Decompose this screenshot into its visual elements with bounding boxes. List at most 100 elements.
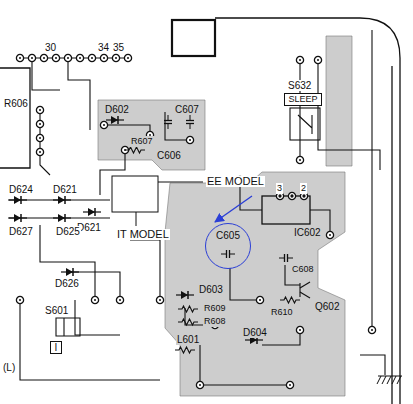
diodes [176,291,194,299]
pcb-trace [318,60,380,170]
part-label: D603 [198,284,224,295]
diodes [9,196,27,204]
connector-pads [88,54,95,61]
pcb-trace [299,60,300,160]
resistors [125,147,145,153]
diodes [61,268,79,276]
connector-pads [112,54,119,61]
capacitors [164,115,293,262]
connector-pads [36,134,43,141]
part-label: S601 [44,305,69,316]
resistors [175,347,195,353]
model-bracket [112,176,158,212]
connector-pads [16,54,23,61]
connector-pads [156,296,163,303]
connector-pads [64,54,71,61]
ic602-outline [288,192,295,199]
part-label: C608 [291,264,315,275]
model-bracket [136,212,137,226]
pcb-trace [130,240,160,300]
board-outline [391,66,392,404]
connector-pads [91,296,98,303]
connector-pads [368,326,375,333]
part-label: D602 [104,104,130,115]
copper-pour [98,36,352,396]
pcb-trace [75,300,120,335]
sleep-switch [298,115,312,134]
connector-pads [40,54,47,61]
pcb-trace [32,58,60,90]
part-label: EE MODEL [206,176,265,187]
connector-pads [196,381,203,388]
part-label: R607 [130,136,154,147]
resistors [125,147,300,353]
pcb-trace [40,110,50,175]
part-label: S632 [287,80,312,91]
copper-pour [165,172,345,396]
pin-number: 2 [300,183,307,194]
capacitors [279,254,293,262]
part-label: (L) [2,362,16,373]
callout-circle: C605 [205,223,251,269]
sleep-switch [290,108,320,140]
part-label: D627 [8,226,34,237]
part-label: C606 [156,150,182,161]
part-label: IT MODEL [116,229,170,240]
board-outline [0,18,400,404]
node-text: I [55,342,58,353]
part-label: L601 [176,334,200,345]
connector-pads [52,54,59,61]
ground-symbol [378,376,402,377]
diodes [9,116,263,344]
connector-pads [76,54,83,61]
part-label: D624 [8,184,34,195]
pcb-trace [40,225,95,300]
connector-pads [28,54,35,61]
ground-symbol [377,376,401,384]
connector-pads [296,56,303,63]
s601-switch [56,318,80,336]
connector-pads [100,121,107,128]
sleep-switch [290,108,320,140]
board-outline [172,20,215,56]
connector-pads [124,54,131,61]
q602-transistor [300,292,310,298]
pin-number: 30 [44,42,57,53]
pin-number: 35 [112,42,125,53]
capacitors [164,115,172,129]
connector-pads [36,106,43,113]
callout-arrow [215,196,252,222]
pcb-trace [200,345,290,385]
connector-pads [314,56,321,63]
pcb-trace [230,268,260,300]
connector-pads [296,326,303,333]
connector-pads [296,156,303,163]
copper-pour [98,100,205,170]
part-label: C607 [174,104,200,115]
connector-pads [116,296,123,303]
q602-transistor [300,282,310,288]
capacitors [186,115,194,129]
position-box: I [50,341,62,354]
pcb-trace [165,112,190,140]
part-label: R606 [3,98,29,109]
diodes [53,196,71,204]
pcb-trace [8,30,385,385]
board-outline [215,18,400,404]
model-bracket [112,176,203,226]
pcb-trace [371,30,372,330]
pcb-trace [104,125,150,135]
connector-pads [36,148,43,155]
connector-pads [100,54,107,61]
capacitors [186,115,194,129]
s601-switch [56,318,80,336]
part-label: D625 [55,226,81,237]
node-text: SLEEP [288,94,317,105]
callout-arrow [215,196,252,222]
diodes [53,214,71,222]
connector-pads [16,296,23,303]
sleep-box: SLEEP [284,93,322,106]
pcb-trace [360,355,385,375]
resistors [178,319,198,325]
pin-number: 3 [276,183,283,194]
